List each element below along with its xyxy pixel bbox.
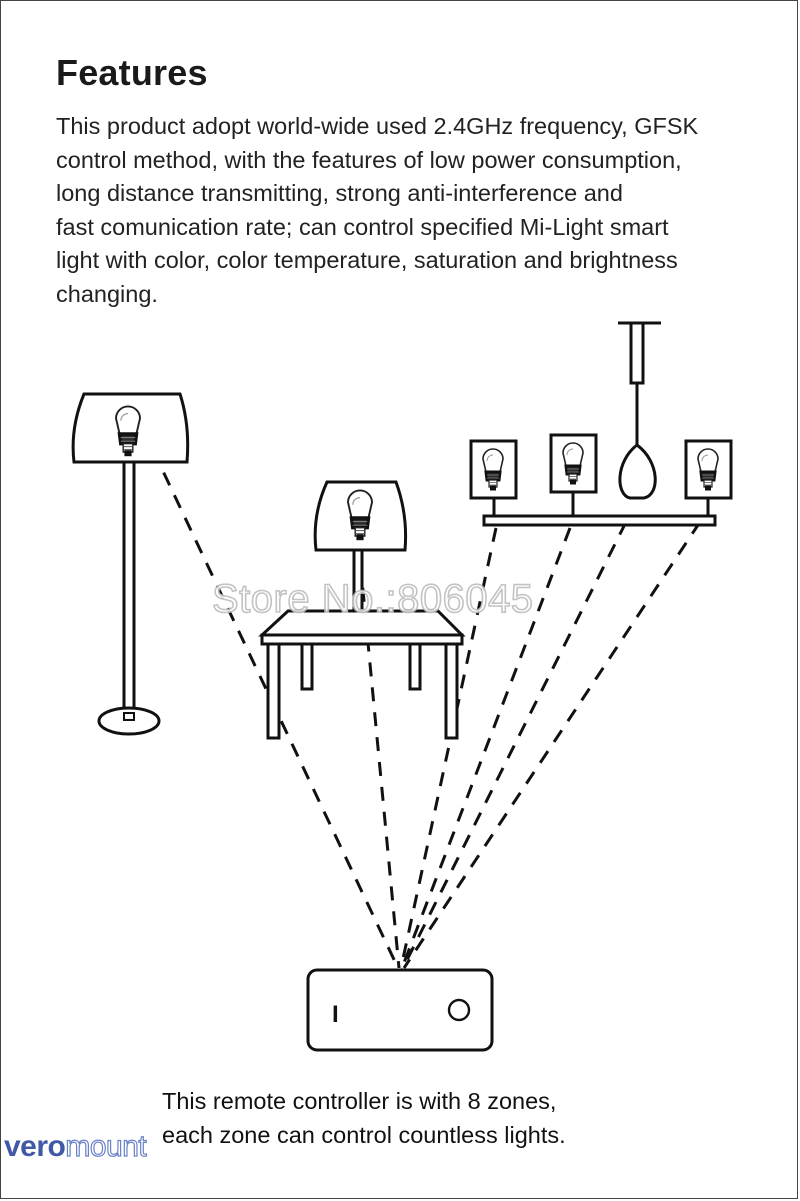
table-with-lamp bbox=[258, 480, 466, 740]
logo-part-vero: vero bbox=[4, 1130, 66, 1163]
brand-logo: veromount bbox=[4, 1129, 148, 1164]
signal-line-pendant bbox=[401, 521, 628, 969]
signal-line-bulb-1 bbox=[399, 527, 498, 969]
floor-lamp bbox=[71, 392, 190, 736]
caption-line: each zone can control countless lights. bbox=[162, 1121, 566, 1148]
intro-line: fast comunication rate; can control spec… bbox=[56, 213, 669, 240]
power-on-symbol: I bbox=[332, 1001, 339, 1028]
intro-line: This product adopt world-wide used 2.4GH… bbox=[56, 113, 699, 139]
intro-line: long distance transmitting, strong anti-… bbox=[56, 180, 623, 206]
chandelier bbox=[469, 321, 733, 527]
logo-part-mount: mount bbox=[65, 1129, 148, 1163]
signal-line-table-lamp bbox=[356, 537, 401, 969]
caption: This remote controller is with 8 zones, … bbox=[162, 1085, 566, 1152]
signal-lines bbox=[151, 449, 702, 969]
page-title: Features bbox=[56, 52, 208, 93]
signal-line-bulb-2 bbox=[400, 527, 572, 969]
intro-line: changing. bbox=[56, 280, 158, 307]
intro-line: light with color, color temperature, sat… bbox=[56, 247, 678, 273]
intro-paragraph: This product adopt world-wide used 2.4GH… bbox=[56, 110, 766, 311]
store-watermark: Store No.:806045 bbox=[211, 576, 534, 622]
remote-controller: I bbox=[306, 968, 494, 1052]
power-off-icon bbox=[447, 998, 471, 1022]
caption-line: This remote controller is with 8 zones, bbox=[162, 1088, 557, 1114]
intro-line: control method, with the features of low… bbox=[56, 146, 682, 173]
